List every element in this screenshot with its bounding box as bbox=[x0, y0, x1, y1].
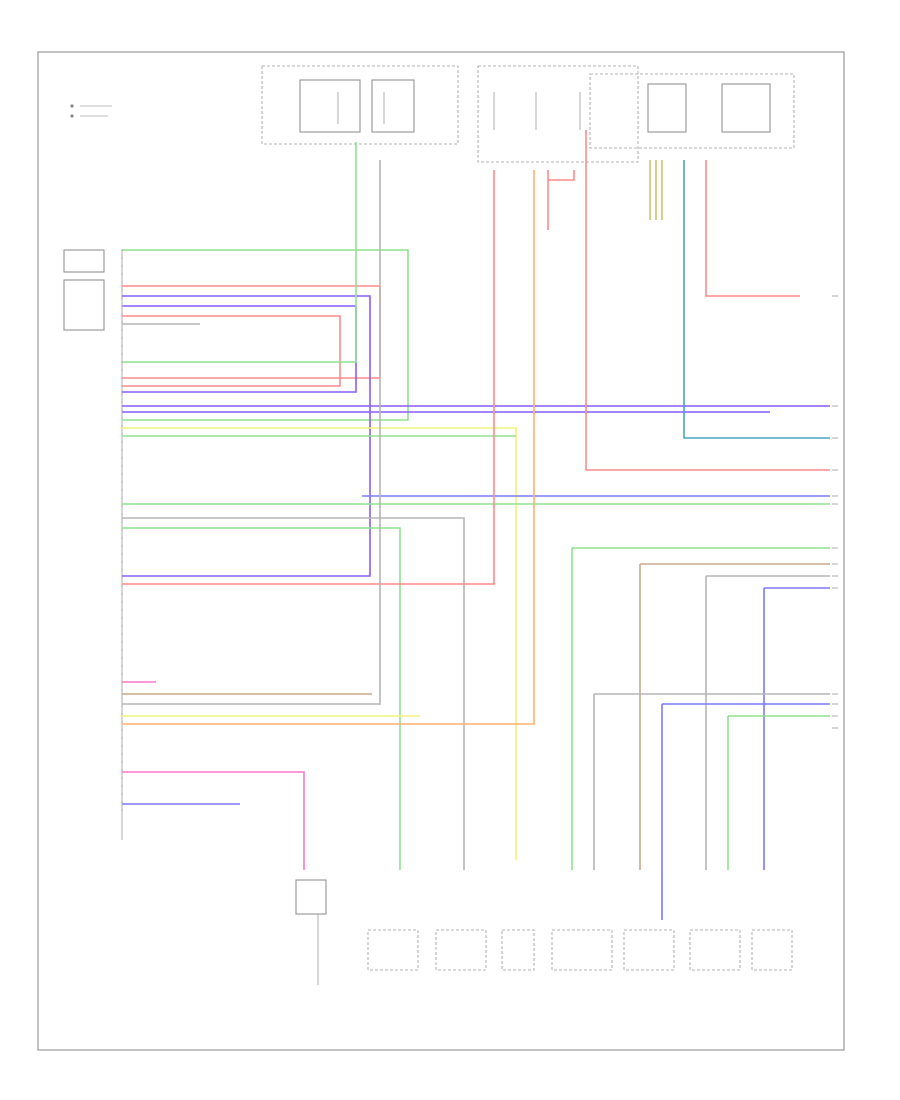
pin-marker bbox=[121, 329, 123, 331]
pin-marker bbox=[121, 777, 123, 779]
pin-marker bbox=[121, 353, 123, 355]
pin-marker bbox=[121, 417, 123, 419]
pin-marker bbox=[121, 425, 123, 427]
pin-marker bbox=[121, 313, 123, 315]
pin-marker bbox=[121, 705, 123, 707]
pin-marker bbox=[121, 473, 123, 475]
pin-marker bbox=[121, 769, 123, 771]
pin-marker bbox=[121, 625, 123, 627]
pin-marker bbox=[121, 729, 123, 731]
pin-marker bbox=[121, 601, 123, 603]
pin-marker bbox=[121, 801, 123, 803]
wire-red-25 bbox=[705, 160, 800, 297]
pin-marker bbox=[121, 649, 123, 651]
pin-marker bbox=[121, 697, 123, 699]
pin-marker bbox=[121, 497, 123, 499]
pin-marker bbox=[121, 297, 123, 299]
wire-green-6 bbox=[122, 142, 357, 363]
fuse-box-center bbox=[477, 65, 639, 163]
module-left bbox=[63, 249, 123, 840]
pin-marker bbox=[121, 617, 123, 619]
pin-marker bbox=[121, 377, 123, 379]
pin-marker bbox=[121, 713, 123, 715]
pin-marker bbox=[121, 449, 123, 451]
wire-yellow-9 bbox=[122, 427, 517, 860]
pin-marker bbox=[121, 265, 123, 267]
pin-marker bbox=[121, 745, 123, 747]
pin-marker bbox=[121, 257, 123, 259]
relay-group-left bbox=[261, 65, 459, 145]
pin-marker bbox=[121, 569, 123, 571]
pin-marker bbox=[121, 633, 123, 635]
pin-marker bbox=[121, 513, 123, 515]
pin-marker bbox=[121, 385, 123, 387]
pin-marker bbox=[121, 441, 123, 443]
pin-marker bbox=[121, 609, 123, 611]
pin-marker bbox=[121, 393, 123, 395]
pin-marker bbox=[121, 665, 123, 667]
pin-marker bbox=[121, 361, 123, 363]
pin-marker bbox=[121, 481, 123, 483]
wire-orange-16 bbox=[122, 170, 535, 725]
pin-marker bbox=[121, 345, 123, 347]
pin-marker bbox=[121, 689, 123, 691]
relay-group-right bbox=[589, 73, 795, 149]
wire-green-14 bbox=[122, 527, 401, 870]
pin-marker bbox=[121, 289, 123, 291]
pin-markers bbox=[121, 249, 838, 811]
wire-red-23 bbox=[585, 130, 830, 471]
wire-teal-24 bbox=[683, 160, 830, 439]
pin-marker bbox=[121, 761, 123, 763]
wire-violet-3 bbox=[122, 305, 357, 393]
wire-red-41 bbox=[548, 170, 575, 181]
pin-marker bbox=[121, 249, 123, 251]
wire-red-1 bbox=[122, 285, 381, 379]
pin-marker bbox=[121, 545, 123, 547]
wire-green-0 bbox=[122, 249, 409, 421]
pin-marker bbox=[121, 561, 123, 563]
pin-marker bbox=[121, 793, 123, 795]
pin-marker bbox=[121, 321, 123, 323]
pin-marker bbox=[121, 681, 123, 683]
wire-red-15 bbox=[122, 170, 495, 585]
pin-marker bbox=[121, 521, 123, 523]
pin-marker bbox=[121, 505, 123, 507]
pin-marker bbox=[121, 657, 123, 659]
pin-marker bbox=[121, 553, 123, 555]
wire-grey-18 bbox=[122, 160, 381, 705]
pin-marker bbox=[121, 457, 123, 459]
pin-marker bbox=[121, 337, 123, 339]
wire-red-4 bbox=[122, 315, 341, 387]
pin-marker bbox=[121, 737, 123, 739]
pin-marker bbox=[121, 537, 123, 539]
pin-marker bbox=[121, 577, 123, 579]
pin-marker bbox=[121, 281, 123, 283]
pin-marker bbox=[121, 409, 123, 411]
pin-marker bbox=[121, 273, 123, 275]
legend bbox=[70, 104, 112, 118]
pin-marker bbox=[121, 489, 123, 491]
pin-marker bbox=[121, 809, 123, 811]
pin-marker bbox=[121, 785, 123, 787]
wire-grey-13 bbox=[122, 517, 465, 870]
pin-marker bbox=[121, 585, 123, 587]
pin-marker bbox=[121, 465, 123, 467]
pin-marker bbox=[121, 401, 123, 403]
wires bbox=[122, 130, 830, 920]
pin-marker bbox=[121, 529, 123, 531]
pin-marker bbox=[121, 641, 123, 643]
pin-marker bbox=[121, 433, 123, 435]
wire-pink-21 bbox=[122, 771, 305, 870]
pin-marker bbox=[121, 369, 123, 371]
pin-marker bbox=[121, 673, 123, 675]
pin-marker bbox=[121, 305, 123, 307]
bottom-components bbox=[367, 929, 793, 971]
pin-marker bbox=[121, 593, 123, 595]
pin-marker bbox=[121, 721, 123, 723]
pin-marker bbox=[121, 753, 123, 755]
sensor-bottom-left bbox=[295, 879, 327, 985]
diagram-frame bbox=[37, 51, 845, 1051]
